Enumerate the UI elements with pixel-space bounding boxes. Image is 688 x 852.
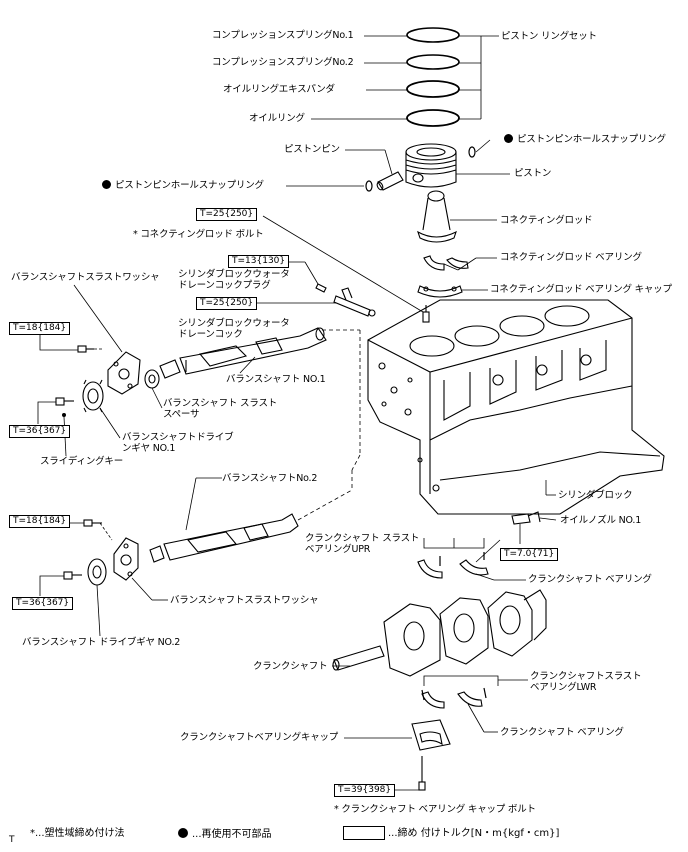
label-thrust-spacer-line2: スペーサ [163,409,200,420]
label-piston: ピストン [514,168,552,179]
bs1-bolt-gear [55,397,74,406]
label-crank-bearing-upper: クランクシャフト ベアリング [528,574,652,585]
torque-conrod-bolt: T=25{250} [196,208,258,221]
torque-drain-cock: T=25{250} [196,297,258,310]
torque-crank-cap-bolt: T=39{398} [334,784,396,797]
legend-torque-box [343,826,385,840]
label-crank-cap-bolt: * クランクシャフト ベアリング キャップ ボルト [334,804,536,815]
label-piston-pin-snap-ring-left: ピストンピンホールスナップリング [102,180,264,191]
torque-drain-plug: T=13{130} [228,255,290,268]
piston [405,143,457,188]
torque-oil-nozzle: T=7.0{71} [500,548,559,561]
non-reusable-dot [504,134,513,143]
label-conrod-bearing: コネクティングロッド ベアリング [500,252,642,263]
crank-bearing-cap [411,719,451,751]
label-sliding-key: スライディングキー [40,456,124,467]
label-oil-ring: オイルリング [249,113,305,124]
drain-cock [333,287,376,317]
cylinder-block [367,299,665,515]
label-drain-cock-line2: ドレーンコック [178,329,243,340]
label-compression-ring-1: コンプレッションスプリングNo.1 [212,30,354,41]
conrod-bolt [422,305,430,323]
oil-nozzle [511,511,541,525]
torque-bs2-bolt-top: T=18{184} [9,515,71,528]
non-reusable-dot [102,180,111,189]
label-crank-bearing-cap: クランクシャフトベアリングキャップ [180,732,339,743]
label-drive-gear-no1-line1: バランスシャフトドライブ [122,432,234,443]
label-thrust-spacer-line1: バランスシャフト スラスト [163,398,278,409]
label-drive-gear-no2: バランスシャフト ドライブギヤ NO.2 [22,637,181,648]
bs1-bolt-top [77,345,94,353]
crank-bearings-lower [421,687,487,709]
torque-bs2-gear-bolt: T=36{367} [12,597,74,610]
label-thrust-washer-bottom: バランスシャフトスラストワッシャ [170,595,319,606]
label-cylinder-block: シリンダブロック [558,490,633,501]
legend-torque: ...締め 付けトルク[N・m{kgf・cm}] [388,828,560,839]
label-piston-ring-set: ピストン リングセット [501,31,597,42]
crank-bearings-upper [417,552,489,579]
label-crank-thrust-upr-line2: ベアリングUPR [305,544,371,555]
label-piston-pin: ピストンピン [284,144,340,155]
balance-shaft-no2 [149,513,299,563]
conrod-cap [417,285,463,298]
non-reusable-dot [178,828,188,838]
label-crank-bearing-lower: クランクシャフト ベアリング [500,727,624,738]
label-connecting-rod: コネクティングロッド [500,215,593,226]
torque-bs1-gear-bolt: T=36{367} [9,425,71,438]
label-drain-plug-line2: ドレーンコックプラグ [178,280,271,291]
torque-bs1-bolt-top: T=18{184} [9,322,71,335]
balance-shaft-no1 [159,327,327,379]
thrust-washer-bottom [113,537,139,581]
label-crank-thrust-lwr-line2: ベアリングLWR [530,682,597,693]
label-balance-shaft-no1: バランスシャフト NO.1 [226,374,326,385]
piston-rings [406,27,460,127]
thrust-spacer [144,369,160,389]
ring-leaders [311,35,499,120]
crankshaft [332,589,547,677]
label-oil-ring-expander: オイルリングエキスパンダ [223,84,335,95]
label-balance-shaft-no2: バランスシャフトNo.2 [222,473,318,484]
label-compression-ring-2: コンプレッションスプリングNo.2 [212,57,354,68]
label-drain-cock-line1: シリンダブロックウォータ [178,318,290,329]
crank-cap-bolt [418,756,426,791]
label-conrod-bolt: * コネクティングロッド ボルト [133,229,264,240]
drain-plug [315,283,327,293]
label-drive-gear-no1-line2: ンギヤ NO.1 [122,443,176,454]
label-crankshaft: クランクシャフト [253,661,328,672]
legend-plastic-region: *...塑性域締め付け法 [30,828,125,839]
drive-gear-no2 [87,558,107,586]
label-crank-thrust-upr-line1: クランクシャフト スラスト [305,533,420,544]
legend-non-reusable: ...再使用不可部品 [178,828,272,841]
drive-gear-no1 [82,379,104,413]
label-drain-plug-line1: シリンダブロックウォータ [178,269,290,280]
label-thrust-washer-top: バランスシャフトスラストワッシャ [11,272,160,283]
label-crank-thrust-lwr-line1: クランクシャフトスラスト [530,671,642,682]
legend-marker: T [9,835,15,845]
label-oil-nozzle: オイルノズル NO.1 [560,515,642,526]
label-conrod-bearing-cap: コネクティングロッド ベアリング キャップ [490,284,672,295]
connecting-rod [417,190,457,243]
thrust-washer-top [107,351,141,395]
piston-pin [376,171,404,191]
label-piston-pin-snap-ring-right: ピストンピンホールスナップリング [504,134,666,145]
